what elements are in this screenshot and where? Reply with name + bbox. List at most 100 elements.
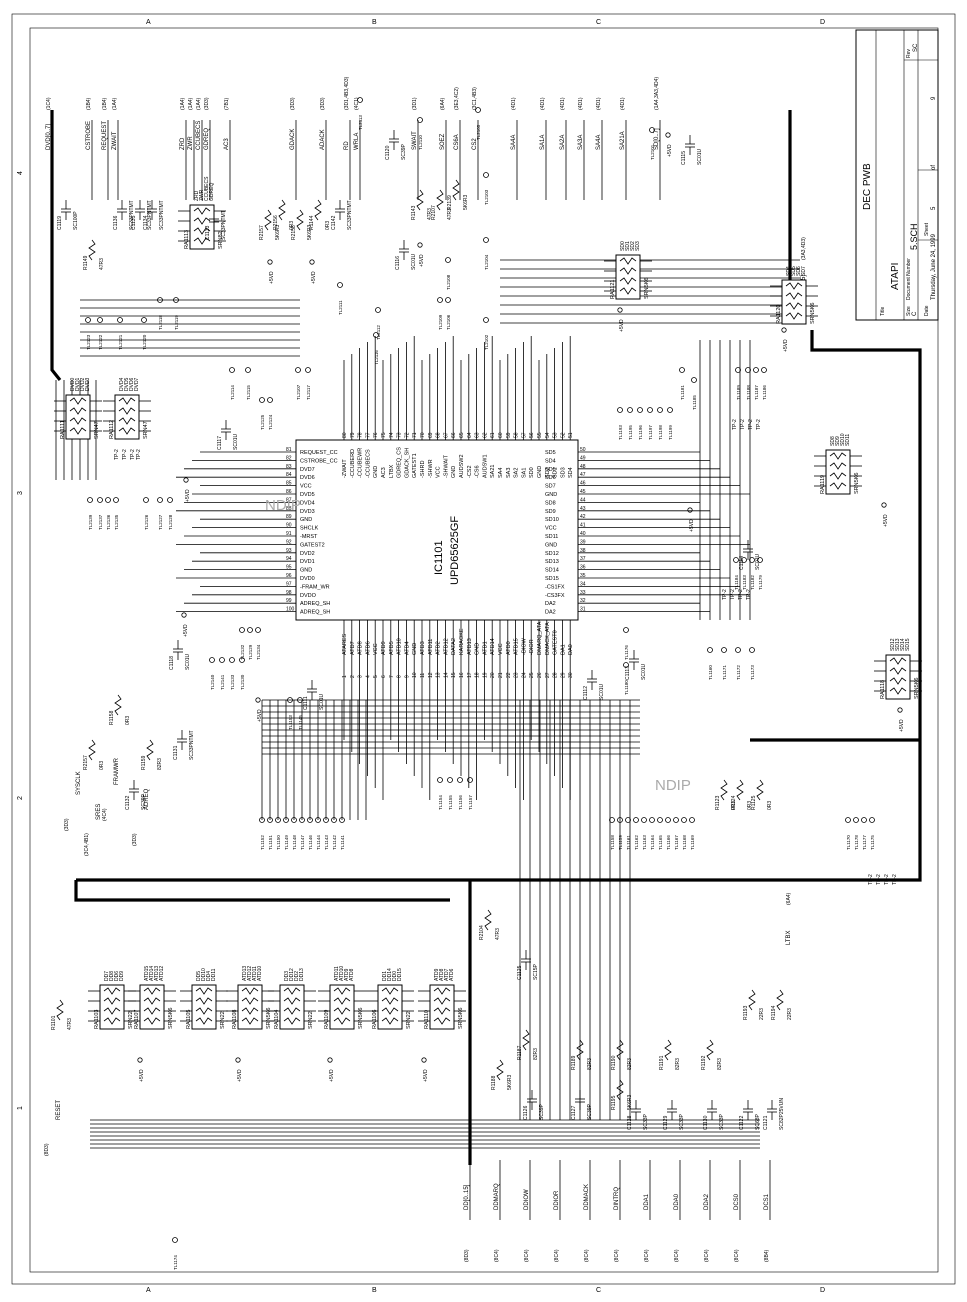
test-point: TL2111 <box>337 282 343 315</box>
pin-name: -CS1FX <box>545 584 565 590</box>
pin-name: KARAOKE <box>459 628 465 655</box>
test-point-label: TL1170 <box>846 835 851 850</box>
bottom-signal-label: DDMACK <box>584 1184 590 1210</box>
array-net: DD8 <box>109 971 115 981</box>
pin-name: DMACK_ATA <box>545 622 551 655</box>
pin-number: 96 <box>286 573 292 579</box>
tp-label: TP-2 <box>748 419 754 430</box>
pin-name: ATD9 <box>381 641 387 655</box>
test-point-label: TL1183 <box>742 575 747 590</box>
pin-number: 64 <box>467 432 473 438</box>
test-point-label: TL2108 <box>446 274 451 290</box>
test-point: TL1184 <box>733 557 739 590</box>
test-point-label: TL1160 <box>708 665 713 680</box>
top-signal-label: ADACK <box>320 129 326 150</box>
power-symbol: +5VD <box>421 1057 429 1082</box>
doc-number: 5.SCH <box>909 223 919 250</box>
discrete-ref: C1130 <box>703 1115 709 1130</box>
array-net: SD5 <box>791 266 797 276</box>
bottom-signal-ref: (8D3) <box>464 1249 470 1262</box>
array-ref: RA1106 <box>372 1010 378 1029</box>
discrete-ref: C1111 <box>303 696 309 710</box>
test-point-label: TL1187 <box>754 385 759 400</box>
array-net: DD12 <box>289 968 295 981</box>
test-point: TL1180 <box>623 662 629 695</box>
grid-row-label: D <box>820 1287 825 1294</box>
test-point: TL2122 <box>97 317 103 350</box>
array-part: SRN22 <box>128 1011 134 1029</box>
test-point-label: TL2120 <box>142 334 147 350</box>
discrete-ref: C1121 <box>763 1115 769 1130</box>
array-part: SRN5K6 <box>458 1008 464 1029</box>
discrete-value: 0R3 <box>747 801 753 810</box>
tp-label: TP-2 <box>130 449 136 460</box>
sheet-border <box>11 13 956 1285</box>
top-signal-label: SA2A <box>560 135 566 150</box>
test-point: TL1141 <box>339 817 345 850</box>
pin-number: 32 <box>580 598 586 604</box>
test-point-label: TL1143 <box>324 835 329 850</box>
power-label: +5VD <box>329 1069 335 1082</box>
bus-atd <box>76 740 922 882</box>
top-signal-ref: (1A4) <box>188 97 194 110</box>
top-signal-ref: (4D1) <box>578 97 584 110</box>
test-point-label: TL2124 <box>268 414 273 430</box>
pin-number: 12 <box>428 672 434 678</box>
test-point: TL1150 <box>275 817 281 850</box>
array-net: DD3 <box>284 971 290 981</box>
discrete-ref: R2107 <box>431 205 437 220</box>
pin-name: SD10 <box>545 517 559 523</box>
pin-number: 15 <box>451 672 457 678</box>
pin-number: 99 <box>286 598 292 604</box>
power-label: +5VD <box>237 1069 243 1082</box>
bottom-signal-label: DCS1 <box>764 1193 770 1210</box>
left-signal-ref: (3D3) <box>64 818 70 831</box>
pin-name: SA3 <box>506 468 512 478</box>
test-point: TL1143 <box>323 817 329 850</box>
power-label: +5VD <box>139 1069 145 1082</box>
discrete-ref: C1134 <box>143 215 149 230</box>
test-point-label: TL2140 <box>210 674 215 690</box>
bus-sd-8-15 <box>810 330 922 740</box>
array-net: DVD6 <box>129 377 135 391</box>
top-signal-label: SA4A <box>596 135 602 150</box>
pin-name: SD9 <box>545 509 556 515</box>
test-point: TL1198 <box>657 407 663 440</box>
bottom-signal-ref: (8C4) <box>584 1249 590 1262</box>
test-point-label: TL2116 <box>374 350 379 365</box>
pin-number: 33 <box>580 590 586 596</box>
pin-name: DVD3 <box>300 509 315 515</box>
power-symbol: +5VD <box>309 259 317 284</box>
discrete-ref: R1189 <box>571 1055 577 1070</box>
test-point: TL1173 <box>749 647 755 680</box>
test-point-label: TL2128 <box>168 514 173 530</box>
discrete-ref: R1123 <box>715 795 721 810</box>
pin-number: 80 <box>342 432 348 438</box>
pin-name: SD13 <box>545 559 559 565</box>
array-net: DD15 <box>397 968 403 981</box>
pin-name: VCC <box>498 643 504 655</box>
test-point: TL2129 <box>247 627 253 660</box>
array-net: DVD4 <box>119 377 125 391</box>
grid-col-label: 3 <box>17 491 24 495</box>
array-net: DD4 <box>206 971 212 981</box>
top-signal-ref: (3D3) <box>320 97 326 110</box>
discrete-ref: C1122 <box>739 1115 745 1130</box>
test-point: TL2123 <box>85 317 91 350</box>
test-point-label: TL1165 <box>658 835 663 850</box>
array-net: ATD10 <box>339 966 345 981</box>
pin-number: 20 <box>490 672 496 678</box>
pin-name: VCC <box>373 643 379 655</box>
power-symbol: +5VD <box>235 1057 243 1082</box>
pin-number: 59 <box>506 432 512 438</box>
